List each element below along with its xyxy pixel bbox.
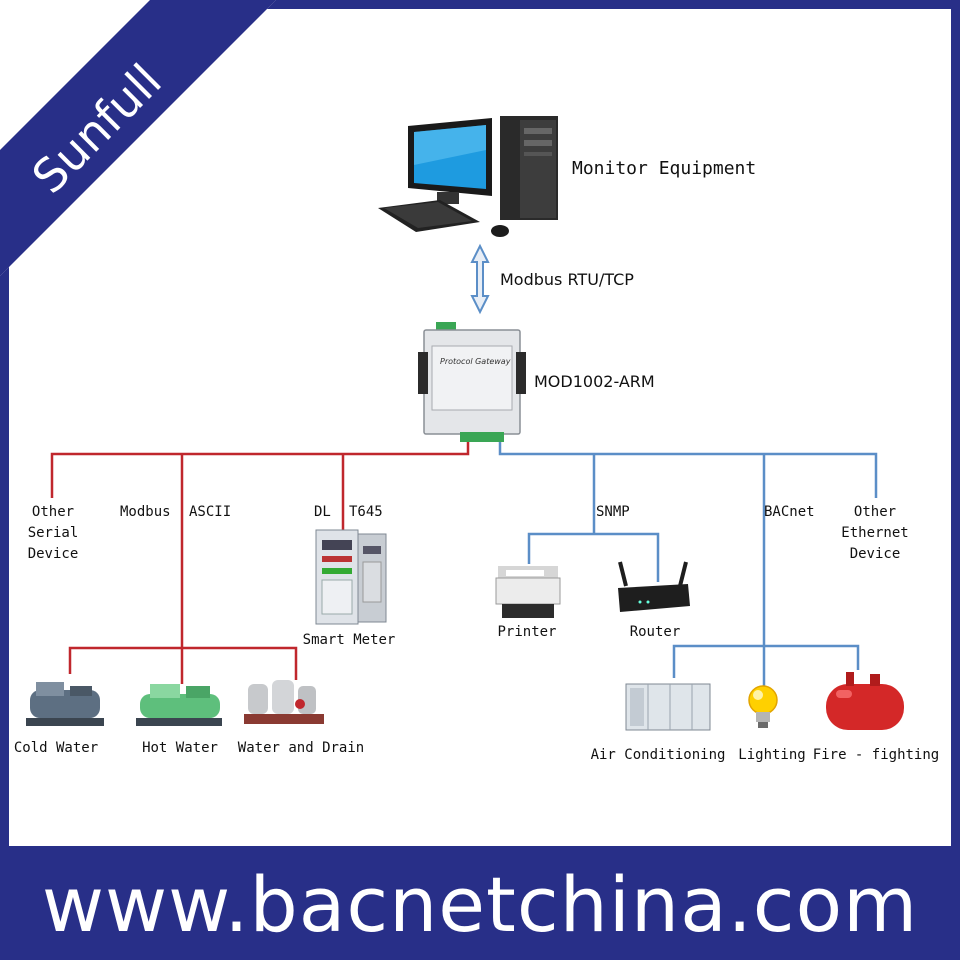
footer-url[interactable]: www.bacnetchina.com — [0, 846, 960, 960]
air-conditioning-label: Air Conditioning — [591, 747, 726, 763]
ascii-label: ASCII — [189, 504, 231, 520]
cold-water-label: Cold Water — [14, 740, 98, 756]
printer-label: Printer — [497, 624, 556, 640]
other-ethernet-line3: Device — [850, 546, 901, 562]
pump-icon — [244, 680, 324, 724]
tank-icon — [826, 672, 904, 730]
arrow-icon — [470, 243, 490, 315]
modbus-label: Modbus — [120, 504, 171, 520]
ac-unit-icon — [625, 683, 711, 731]
bacnet-label: BACnet — [764, 504, 815, 520]
brand-ribbon: Sunfull — [0, 0, 276, 276]
t645-label: T645 — [349, 504, 383, 520]
chiller-icon — [136, 684, 222, 726]
gateway-label: MOD1002-ARM — [534, 372, 655, 391]
computer-icon — [378, 116, 558, 237]
router-icon — [618, 561, 690, 612]
snmp-label: SNMP — [596, 504, 630, 520]
other-serial-line1: Other — [32, 504, 74, 520]
other-serial-line2: Serial — [28, 525, 79, 541]
bulb-icon — [748, 685, 778, 728]
other-serial-line3: Device — [28, 546, 79, 562]
water-drain-label: Water and Drain — [238, 740, 364, 756]
printer-icon — [495, 566, 561, 618]
hot-water-label: Hot Water — [142, 740, 218, 756]
other-ethernet-line2: Ethernet — [841, 525, 908, 541]
fire-fighting-label: Fire - fighting — [813, 747, 939, 763]
chiller-icon — [26, 682, 104, 726]
dl-label: DL — [314, 504, 331, 520]
gateway-panel-text: Protocol Gateway — [440, 357, 511, 366]
gateway-icon: Protocol Gateway — [418, 322, 526, 442]
lighting-label: Lighting — [738, 747, 805, 763]
serial-bus — [50, 442, 470, 684]
cabinet-icon — [315, 529, 387, 625]
router-label: Router — [630, 624, 681, 640]
monitor-label: Monitor Equipment — [572, 158, 756, 179]
protocol-label: Modbus RTU/TCP — [500, 270, 634, 289]
other-ethernet-line1: Other — [854, 504, 896, 520]
ethernet-bus — [498, 442, 878, 686]
smart-meter-label: Smart Meter — [303, 632, 396, 648]
